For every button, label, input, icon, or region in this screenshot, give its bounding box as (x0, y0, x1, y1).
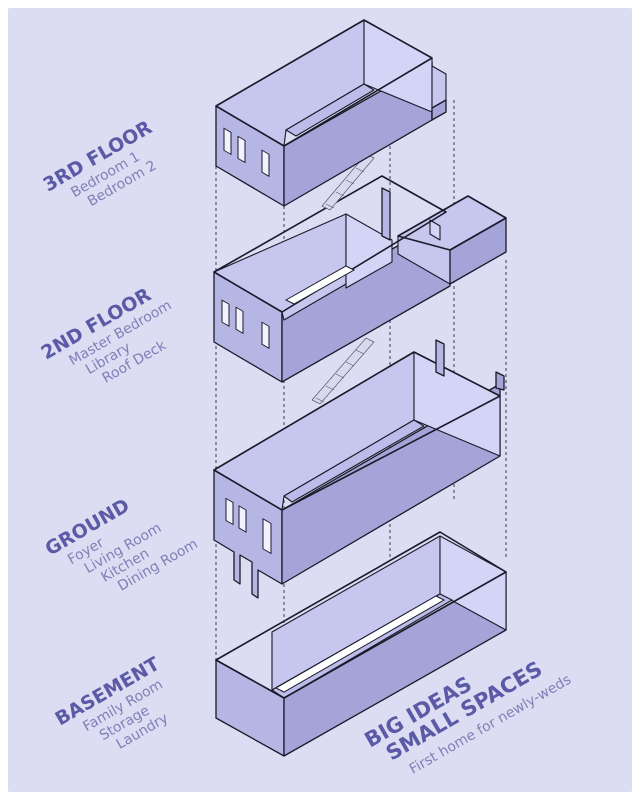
third-floor-window (223, 127, 232, 156)
ground-window (238, 505, 247, 533)
stair-second-to-third (321, 153, 375, 211)
stair-ground-to-second (311, 337, 375, 405)
third-floor-block (215, 19, 447, 207)
second-floor-window (261, 321, 270, 350)
ground-window (225, 497, 234, 526)
second-floor-window (221, 299, 230, 328)
ground-door (262, 518, 272, 555)
ground-block (213, 339, 505, 599)
third-floor-window (237, 135, 246, 164)
second-floor-block (213, 175, 507, 383)
third-floor-window (261, 149, 270, 178)
basement-block (215, 531, 507, 757)
second-floor-window (235, 306, 244, 335)
